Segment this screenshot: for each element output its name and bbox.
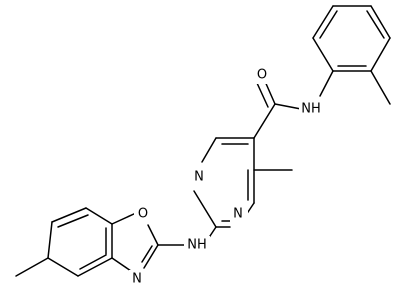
amine-nh-label: NH [187, 238, 207, 253]
bond [51, 207, 87, 223]
bond [141, 245, 153, 263]
bond [312, 5, 334, 39]
bond [319, 10, 338, 39]
bond [143, 244, 159, 269]
bond [370, 70, 391, 105]
oxazole-oxygen-label: O [138, 207, 148, 222]
bond [312, 37, 334, 72]
oxazole-nitrogen-label: N [132, 272, 142, 287]
bond [366, 10, 385, 39]
pyrimidine-n1-label: N [194, 170, 204, 185]
atom-labels: O NH N N NH N O [129, 66, 323, 288]
carbonyl-oxygen-label: O [257, 68, 267, 83]
bond [147, 224, 159, 246]
bond [319, 70, 334, 97]
bond [15, 257, 49, 277]
bond [193, 190, 217, 228]
bond [47, 221, 53, 259]
bond [57, 214, 89, 228]
bond [274, 103, 302, 110]
bond [47, 257, 79, 277]
bond [370, 5, 391, 39]
bond [79, 254, 107, 270]
amide-nh-label: NH [301, 102, 321, 117]
bond [85, 207, 113, 225]
bond [256, 82, 269, 108]
bonds [15, 5, 391, 277]
bond [111, 212, 137, 225]
bond [77, 257, 113, 277]
pyrimidine-n3-label: N [233, 207, 243, 222]
bond [201, 137, 217, 163]
bond [111, 257, 132, 272]
bond [370, 37, 391, 72]
bond [253, 103, 276, 139]
